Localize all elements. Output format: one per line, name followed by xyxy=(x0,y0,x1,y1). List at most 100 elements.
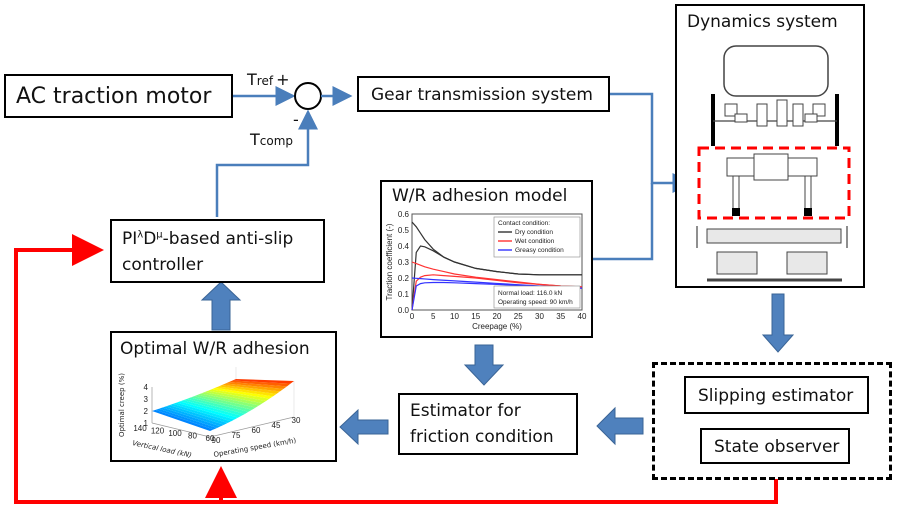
estimator-label-line2: friction condition xyxy=(410,427,554,447)
tcomp-label: Tcomp xyxy=(250,130,294,149)
surface-strip xyxy=(166,405,228,425)
speed-tick-label: 90 xyxy=(212,436,221,445)
dynamics-system-block[interactable]: Dynamics system xyxy=(675,4,865,288)
x-axis-label: Creepage (%) xyxy=(472,322,522,331)
gear-label: Gear transmission system xyxy=(371,85,593,105)
friction-estimator-block[interactable]: Estimator for friction condition xyxy=(398,393,578,455)
z-tick-label: 4 xyxy=(144,383,149,392)
anti-slip-controller-block[interactable]: PIλDμ-based anti-slip controller xyxy=(110,219,325,283)
z-tick-label: 2 xyxy=(144,407,149,416)
annotation-box xyxy=(493,285,581,309)
surface-strip xyxy=(229,380,291,387)
legend-title: Contact condition: xyxy=(498,220,550,227)
surface-strip xyxy=(152,409,214,431)
focus-region xyxy=(697,146,851,220)
block-arrow-up-to-controller xyxy=(200,281,242,331)
surface-strip xyxy=(208,389,270,401)
surface-strip xyxy=(190,396,252,412)
surface-strip xyxy=(187,397,249,414)
x-tick-label: 5 xyxy=(431,312,436,321)
load-tick-label: 120 xyxy=(151,427,165,436)
adhesion-to-dynamics-line xyxy=(593,183,654,261)
surface-strip xyxy=(176,401,238,420)
controller-label-line1: PIλDμ-based anti-slip xyxy=(122,229,294,249)
y-axis-label: Traction coefficient (-) xyxy=(385,223,394,300)
series-line-dry-condition-measured- xyxy=(411,245,582,311)
z-axis-label: Optimal creep (%) xyxy=(118,373,126,437)
surface-strip xyxy=(159,407,221,428)
car-body xyxy=(723,45,829,97)
block-arrow-left-to-estimator xyxy=(596,406,644,446)
surface-strip xyxy=(162,406,224,427)
surface-floor-axes xyxy=(151,416,295,438)
surface-strip xyxy=(194,394,256,410)
slipping-label: Slipping estimator xyxy=(698,386,854,406)
slipping-estimator-block[interactable]: Slipping estimator xyxy=(684,376,869,414)
surface-strip xyxy=(180,400,242,418)
state-observer-block[interactable]: State observer xyxy=(700,428,850,464)
surface-strip xyxy=(215,386,277,397)
surface-strip xyxy=(201,392,263,406)
surface-strip xyxy=(183,398,245,416)
block-arrow-down-to-estimator xyxy=(463,344,505,386)
speed-tick-label: 45 xyxy=(272,421,281,430)
load-axis-label: Vertical load (kN) xyxy=(132,439,193,459)
x-tick-label: 25 xyxy=(514,312,523,321)
surface-strip xyxy=(222,383,284,392)
load-tick-label: 80 xyxy=(188,432,197,441)
tref-label: Tref+ xyxy=(247,70,290,89)
surface-strip xyxy=(218,385,280,394)
surface-strip xyxy=(211,387,273,399)
dynamics-title: Dynamics system xyxy=(687,12,838,32)
y-tick-label: 0.1 xyxy=(398,290,410,299)
estimator-label-line1: Estimator for xyxy=(410,401,521,421)
z-tick-label: 3 xyxy=(144,395,149,404)
load-tick-label: 140 xyxy=(133,424,147,433)
block-arrow-left-to-optimal xyxy=(339,408,389,446)
x-tick-label: 0 xyxy=(410,312,415,321)
gear-transmission-block[interactable]: Gear transmission system xyxy=(357,76,610,112)
bogie-frame xyxy=(706,228,842,244)
summing-junction xyxy=(294,82,322,110)
speed-tick-label: 30 xyxy=(292,416,301,425)
y-tick-label: 0.4 xyxy=(398,242,410,251)
minus-sign: - xyxy=(293,110,299,129)
ac-traction-motor-block[interactable]: AC traction motor xyxy=(4,74,233,118)
legend-entry: Dry condition xyxy=(515,229,553,236)
y-tick-label: 0.6 xyxy=(398,210,410,219)
load-tick-label: 100 xyxy=(168,429,182,438)
optimal-title: Optimal W/R adhesion xyxy=(120,339,310,359)
controller-label-line2: controller xyxy=(122,255,204,275)
speed-tick-label: 60 xyxy=(252,426,261,435)
adhesion-model-title: W/R adhesion model xyxy=(392,186,568,206)
surface-strip xyxy=(169,403,231,424)
series-line-wet-condition-measured- xyxy=(411,274,583,311)
observer-label: State observer xyxy=(714,437,840,457)
annotation-text: Normal load: 116.0 kN xyxy=(498,290,562,297)
y-tick-label: 0.5 xyxy=(398,226,410,235)
x-tick-label: 15 xyxy=(471,312,480,321)
speed-tick-label: 75 xyxy=(232,431,241,440)
surface-strip xyxy=(225,382,287,389)
x-tick-label: 30 xyxy=(535,312,544,321)
x-tick-label: 35 xyxy=(556,312,565,321)
surface-strip xyxy=(155,408,217,430)
estimation-group xyxy=(652,362,892,480)
surface-strip xyxy=(173,402,235,422)
speed-axis-label: Operating speed (km/h) xyxy=(213,437,297,459)
legend-entry: Wet condition xyxy=(515,238,555,245)
feedback-loop-line xyxy=(14,234,778,504)
surface-strip xyxy=(197,393,259,408)
surface-strip xyxy=(204,390,266,404)
x-tick-label: 10 xyxy=(450,312,459,321)
legend-entry: Greasy condition xyxy=(515,247,564,254)
x-tick-label: 20 xyxy=(493,312,502,321)
vehicle-dynamics-schematic xyxy=(696,45,851,282)
y-tick-label: 0.0 xyxy=(398,306,410,315)
block-arrow-down-to-observer xyxy=(761,293,795,353)
